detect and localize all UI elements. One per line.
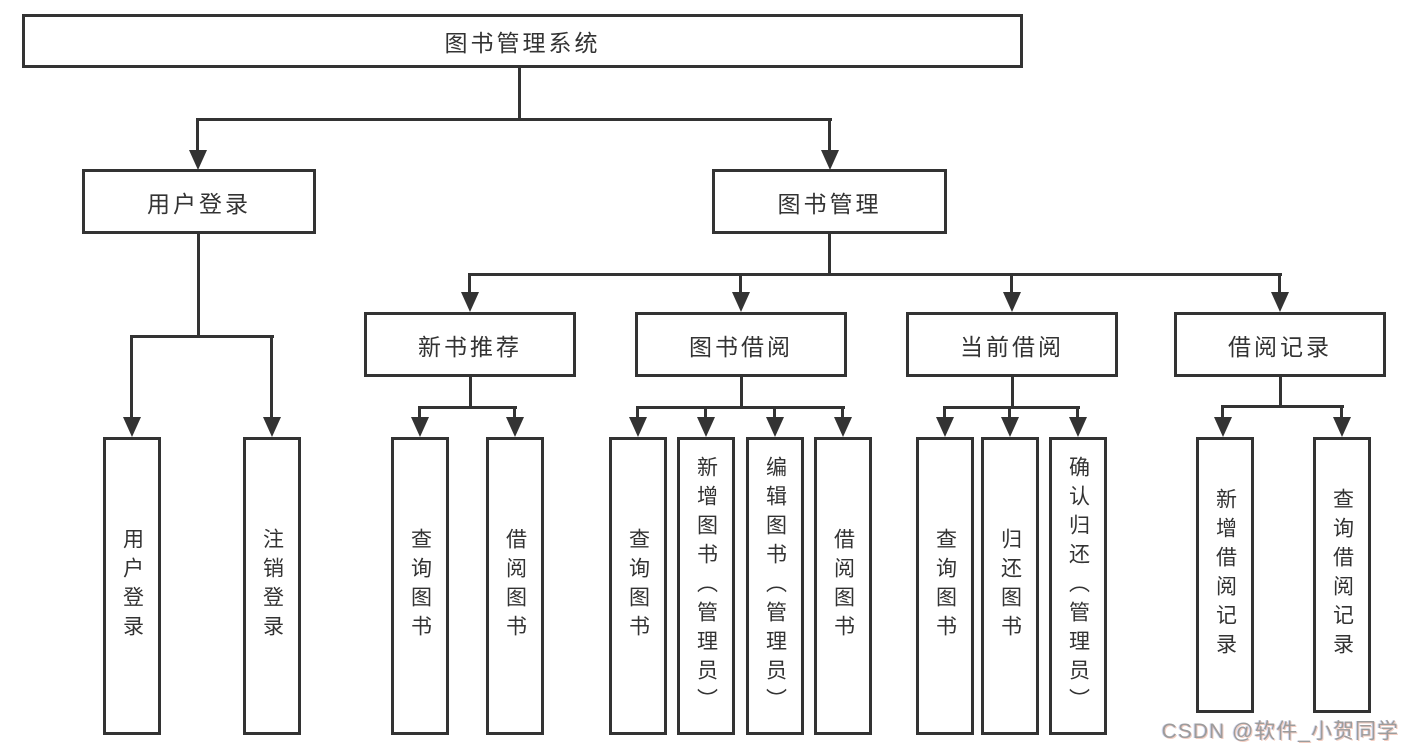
leaf-add-book-admin-label: 新增图书（管理员） (694, 455, 718, 717)
leaf-borrow-books-recommend-label: 借阅图书 (503, 528, 527, 644)
leaf-logout: 注销登录 (243, 437, 301, 735)
arrow-to-user-login (189, 118, 207, 170)
connector-new-book-recommend-rail (419, 406, 517, 409)
node-borrowing-records: 借阅记录 (1174, 312, 1386, 377)
node-borrowing-records-label: 借阅记录 (1228, 333, 1332, 360)
arrow-to-leaf-borrow-books-recommend (506, 406, 524, 437)
node-current-borrowing: 当前借阅 (906, 312, 1118, 377)
leaf-query-books-borrowing-label: 查询图书 (626, 528, 650, 644)
node-book-management: 图书管理 (712, 169, 947, 234)
arrow-to-leaf-user-login (123, 335, 141, 437)
leaf-query-borrow-record-label: 查询借阅记录 (1330, 488, 1354, 662)
arrow-to-book-management (821, 118, 839, 170)
arrow-to-borrowing-records (1271, 273, 1289, 312)
node-new-book-recommend-label: 新书推荐 (418, 333, 522, 360)
node-new-book-recommend: 新书推荐 (364, 312, 576, 377)
leaf-add-borrow-record-label: 新增借阅记录 (1213, 488, 1237, 662)
leaf-return-book: 归还图书 (981, 437, 1039, 735)
node-library-system: 图书管理系统 (22, 14, 1023, 68)
leaf-user-login-label: 用户登录 (120, 528, 144, 644)
leaf-confirm-return-admin-label: 确认归还（管理员） (1066, 455, 1090, 717)
arrow-to-leaf-logout (263, 335, 281, 437)
connector-current-borrowing-stub (1011, 377, 1014, 406)
arrow-to-leaf-borrow-books-borrowing (834, 406, 852, 437)
connector-borrowing-records-stub (1279, 377, 1282, 405)
arrow-to-new-book-recommend (461, 273, 479, 312)
connector-borrowing-records-rail (1222, 405, 1344, 408)
node-book-borrowing: 图书借阅 (635, 312, 847, 377)
leaf-borrow-books-borrowing-label: 借阅图书 (831, 528, 855, 644)
arrow-to-leaf-edit-book-admin (766, 406, 784, 437)
leaf-return-book-label: 归还图书 (998, 528, 1022, 644)
arrow-to-leaf-confirm-return-admin (1069, 406, 1087, 437)
leaf-edit-book-admin-label: 编辑图书（管理员） (763, 455, 787, 717)
leaf-edit-book-admin: 编辑图书（管理员） (746, 437, 804, 735)
leaf-add-book-admin: 新增图书（管理员） (677, 437, 735, 735)
arrow-to-leaf-query-borrow-record (1333, 405, 1351, 437)
connector-book-borrowing-stub (740, 377, 743, 406)
connector-current-borrowing-rail (944, 406, 1080, 409)
leaf-user-login: 用户登录 (103, 437, 161, 735)
leaf-borrow-books-borrowing: 借阅图书 (814, 437, 872, 735)
arrow-to-leaf-add-book-admin (697, 406, 715, 437)
arrow-to-leaf-query-books-borrowing (629, 406, 647, 437)
arrow-to-leaf-query-books-current (936, 406, 954, 437)
arrow-to-leaf-add-borrow-record (1214, 405, 1232, 437)
node-book-borrowing-label: 图书借阅 (689, 333, 793, 360)
connector-new-book-recommend-stub (469, 377, 472, 406)
connector-book-management-stub (828, 233, 831, 273)
node-user-login: 用户登录 (82, 169, 316, 234)
node-library-system-label: 图书管理系统 (444, 30, 601, 56)
connector-book-borrowing-rail (637, 406, 845, 409)
arrow-to-book-borrowing (732, 273, 750, 312)
node-current-borrowing-label: 当前借阅 (960, 333, 1064, 360)
watermark: CSDN @软件_小贺同学 (1161, 720, 1399, 743)
leaf-query-books-current: 查询图书 (916, 437, 974, 735)
node-user-login-label: 用户登录 (147, 190, 251, 217)
leaf-query-books-recommend-label: 查询图书 (408, 528, 432, 644)
leaf-borrow-books-recommend: 借阅图书 (486, 437, 544, 735)
leaf-add-borrow-record: 新增借阅记录 (1196, 437, 1254, 713)
leaf-query-books-borrowing: 查询图书 (609, 437, 667, 735)
connector-user-login-rail (131, 335, 274, 338)
node-book-management-label: 图书管理 (777, 190, 882, 217)
leaf-query-borrow-record: 查询借阅记录 (1313, 437, 1371, 713)
connector-level2-rail (197, 118, 832, 121)
connector-root-stub (518, 68, 521, 118)
leaf-query-books-recommend: 查询图书 (391, 437, 449, 735)
arrow-to-leaf-return-book (1001, 406, 1019, 437)
arrow-to-current-borrowing (1003, 273, 1021, 312)
leaf-logout-label: 注销登录 (260, 528, 284, 644)
connector-user-login-stub (197, 233, 200, 335)
arrow-to-leaf-query-books-recommend (411, 406, 429, 437)
leaf-query-books-current-label: 查询图书 (933, 528, 957, 644)
leaf-confirm-return-admin: 确认归还（管理员） (1049, 437, 1107, 735)
connector-level3-rail (469, 273, 1282, 276)
